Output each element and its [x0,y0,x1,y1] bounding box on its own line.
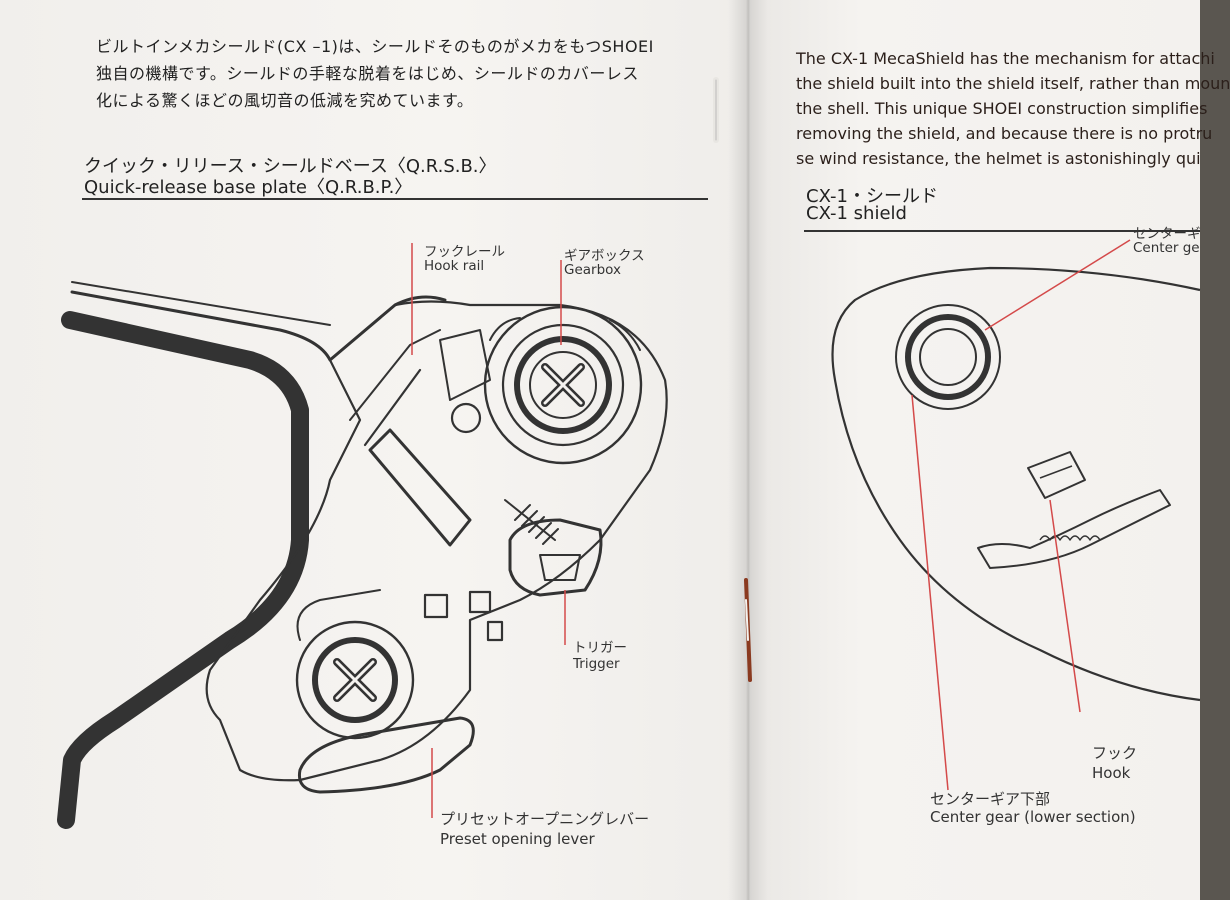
cx1-shield-illustration [831,266,1201,702]
label-hook-en: Hook [1092,764,1131,782]
label-center-gear-lower-en: Center gear (lower section) [930,808,1136,826]
label-hook-rail-jp: フックレール [424,244,505,260]
right-leader-lines [911,239,1131,791]
label-trigger-jp: トリガー [573,640,627,656]
right-manual-page [748,0,1200,900]
label-center-gear-lower-jp: センターギア下部 [930,790,1051,808]
label-preset-lever-jp: プリセットオープニングレバー [440,810,650,828]
label-center-gear-en: Center ge [1133,240,1200,256]
label-center-gear-jp: センターギ [1133,226,1201,242]
label-preset-lever-en: Preset opening lever [440,830,595,848]
left-intro-line-1: ビルトインメカシールド(CX –1)は、シールドそのものがメカをもつSHOEI [96,37,654,56]
label-gearbox-jp: ギアボックス [564,248,645,264]
label-gearbox-en: Gearbox [564,262,621,278]
right-intro-line-4: removing the shield, and because there i… [796,124,1213,143]
book-gutter [728,0,768,900]
label-hook-rail-en: Hook rail [424,258,485,274]
left-section-title-en: Quick-release base plate〈Q.R.B.P.〉 [84,177,413,198]
manual-illustrations [57,77,1201,829]
right-section-rule [804,230,1200,232]
right-intro-line-3: the shell. This unique SHOEI constructio… [796,99,1208,118]
left-manual-page [0,0,748,900]
left-intro-line-2: 独自の機構です。シールドの手軽な脱着をはじめ、シールドのカバーレス [96,64,639,83]
right-intro-line-1: The CX-1 MecaShield has the mechanism fo… [796,49,1215,68]
left-section-title-jp: クイック・リリース・シールドベース〈Q.R.S.B.〉 [84,156,497,177]
left-section-rule [82,198,708,200]
right-section-title-en: CX-1 shield [806,203,907,224]
right-intro-line-2: the shield built into the shield itself,… [796,74,1230,93]
label-hook-jp: フック [1092,744,1138,762]
base-plate-illustration [57,281,668,829]
right-section-title-jp: CX-1・シールド [806,186,938,207]
label-trigger-en: Trigger [573,656,620,672]
right-intro-line-5: se wind resistance, the helmet is astoni… [796,149,1201,168]
binding-stitch [713,77,752,682]
left-intro-line-3: 化による驚くほどの風切音の低減を究めています。 [96,91,474,110]
left-leader-lines [411,243,566,818]
